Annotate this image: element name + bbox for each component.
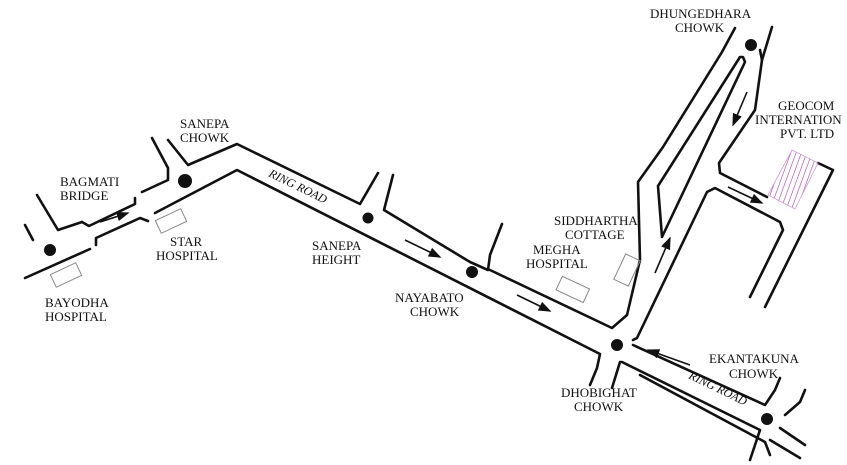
roundabout-bayodha [44, 244, 56, 256]
label-geocom: PVT. LTD [780, 126, 834, 141]
direction-arrow [646, 349, 691, 366]
label-star-hospital: STAR [170, 234, 203, 249]
label-dhungedhara-chowk: DHUNGEDHARA [650, 6, 752, 21]
label-sanepa-height: HEIGHT [312, 252, 360, 267]
roundabout-dhobighat [611, 339, 623, 351]
roundabout-sanepa-height [361, 211, 375, 225]
label-siddhartha-cottage: SIDDHARTHA [554, 213, 638, 228]
megha-hospital-building [555, 275, 591, 304]
label-geocom: GEOCOM [778, 98, 835, 113]
label-bayodha-hospital: BAYODHA [45, 295, 109, 310]
siddhartha-cottage-building [613, 253, 641, 287]
label-sanepa-chowk: SANEPA [180, 116, 230, 131]
roundabout-sanepa-chowk [178, 174, 192, 188]
label-nayabato-chowk: CHOWK [410, 304, 460, 319]
direction-arrow [99, 211, 130, 223]
label-siddhartha-cottage: COTTAGE [565, 227, 625, 242]
label-nayabato-chowk: NAYABATO [395, 290, 464, 305]
label-bagmati-bridge: BRIDGE [60, 188, 108, 203]
label-dhobighat-chowk: DHOBIGHAT [561, 385, 637, 400]
label-ekantakuna-chowk: EKANTAKUNA [709, 351, 800, 366]
label-dhungedhara-chowk: CHOWK [675, 20, 725, 35]
roundabout-ekantakuna [761, 413, 773, 425]
roundabout-nayabato [466, 266, 478, 278]
label-ekantakuna-chowk: CHOWK [729, 366, 779, 381]
roundabouts [44, 39, 773, 425]
direction-arrow [516, 294, 552, 312]
label-geocom: INTERNATION [755, 112, 842, 127]
direction-arrow [654, 236, 671, 274]
geocom-building [767, 149, 819, 210]
label-megha-hospital: HOSPITAL [526, 256, 588, 271]
label-star-hospital: HOSPITAL [156, 248, 218, 263]
direction-arrow [727, 186, 764, 204]
bayodha-hospital-building [49, 262, 83, 288]
roundabout-dhungedhara [745, 39, 757, 51]
label-bayodha-hospital: HOSPITAL [45, 309, 107, 324]
label-megha-hospital: MEGHA [533, 242, 581, 257]
label-dhobighat-chowk: CHOWK [574, 399, 624, 414]
direction-arrow [732, 91, 748, 127]
star-hospital-building [154, 208, 188, 234]
direction-arrow [404, 239, 442, 258]
ring-road [23, 25, 835, 462]
label-bagmati-bridge: BAGMATI [60, 174, 119, 189]
label-sanepa-height: SANEPA [312, 238, 362, 253]
label-sanepa-chowk: CHOWK [180, 130, 230, 145]
